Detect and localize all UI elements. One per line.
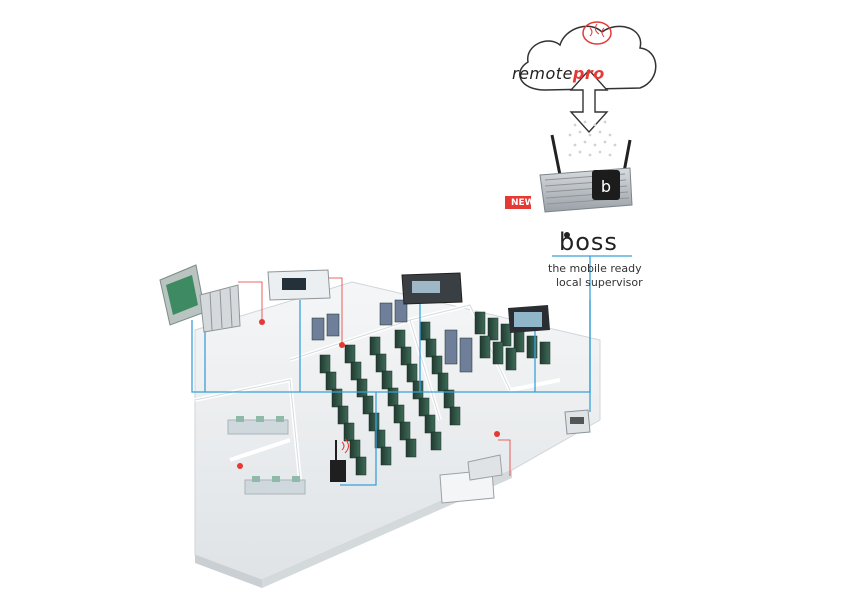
new-badge-label: NEW: [511, 198, 535, 208]
cloud-icon: [519, 25, 657, 91]
new-badge: [505, 196, 531, 209]
boss-tagline-line2: local supervisor: [556, 276, 643, 289]
brain-icon: [582, 21, 612, 45]
network-lines: [191, 256, 591, 486]
wireless-sensor: [330, 438, 349, 482]
plc-controller-1: [267, 269, 331, 301]
svg-text:b: b: [601, 177, 611, 196]
office-desks: [227, 416, 306, 495]
boss-tagline-line1: the mobile ready: [548, 262, 642, 275]
display-panel: [508, 305, 550, 333]
remotepro-logo: remotepro: [512, 64, 605, 83]
remotepro-brand-main: remote: [512, 64, 573, 83]
sensor-dots: [237, 319, 500, 469]
server-racks: [311, 299, 551, 476]
ac-unit: [439, 454, 503, 504]
sync-arrow-icon: [569, 68, 609, 134]
signal-dots: [568, 120, 617, 157]
boss-logo-icon: [564, 232, 570, 238]
boss-device: b: [539, 134, 633, 213]
remotepro-brand-accent: pro: [572, 64, 605, 83]
wall-controller: [564, 409, 591, 435]
boss-logo-text: boss: [559, 228, 618, 256]
plc-controller-2: [401, 272, 463, 305]
electrical-cabinet: [159, 264, 241, 333]
